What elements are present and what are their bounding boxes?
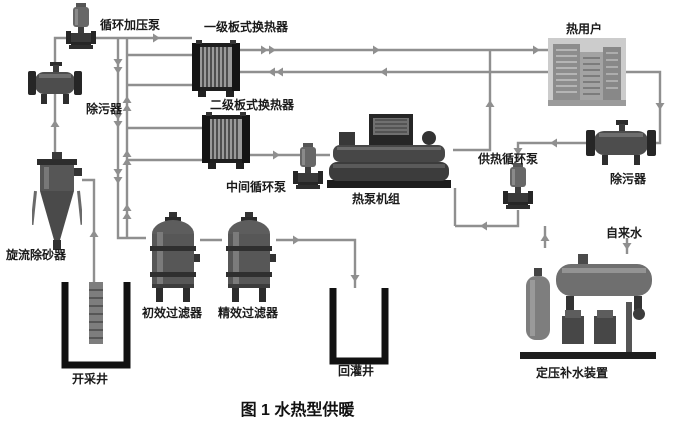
extraction-well-icon (60, 282, 132, 370)
heating-circulation-pump-icon (503, 162, 533, 210)
reinjection-well-icon (328, 288, 390, 366)
intermediate-circulation-pump-label: 中间循环泵 (226, 180, 287, 194)
extraction-well-label: 开采井 (72, 372, 109, 386)
heat-pump-unit-label: 热泵机组 (352, 192, 401, 206)
strainer-right-label: 除污器 (610, 172, 647, 186)
fine-filter-icon (222, 212, 276, 304)
reinjection-well-label: 回灌井 (338, 364, 375, 378)
cyclone-sand-separator-label: 旋流除砂器 (6, 248, 67, 262)
intermediate-circulation-pump-icon (293, 142, 323, 190)
heat-user-label: 热用户 (566, 22, 603, 36)
circulation-pressure-pump-icon (66, 2, 96, 50)
cyclone-sand-separator-icon (30, 152, 84, 250)
circulation-pressure-pump-label: 循环加压泵 (100, 18, 161, 32)
strainer-left-icon (28, 62, 82, 106)
strainer-left-label: 除污器 (86, 102, 123, 116)
strainer-right-icon (586, 120, 656, 166)
heat-pump-unit-icon (325, 112, 453, 190)
pressure-makeup-water-device-icon (518, 250, 658, 362)
plate-heat-exchanger-2-label: 二级板式换热器 (210, 98, 295, 112)
plate-heat-exchanger-1-icon (192, 40, 240, 98)
pressure-makeup-water-device-label: 定压补水装置 (536, 366, 609, 380)
plate-heat-exchanger-2-icon (202, 112, 250, 170)
coarse-filter-icon (146, 212, 200, 304)
plate-heat-exchanger-1-label: 一级板式换热器 (204, 20, 289, 34)
fine-filter-label: 精效过滤器 (218, 306, 279, 320)
heat-user-building-icon (548, 38, 626, 106)
coarse-filter-label: 初效过滤器 (142, 306, 203, 320)
figure-caption: 图 1 水热型供暖 (240, 402, 355, 419)
heating-circulation-pump-label: 供热循环泵 (478, 152, 539, 166)
tap-water-label: 自来水 (606, 226, 643, 240)
